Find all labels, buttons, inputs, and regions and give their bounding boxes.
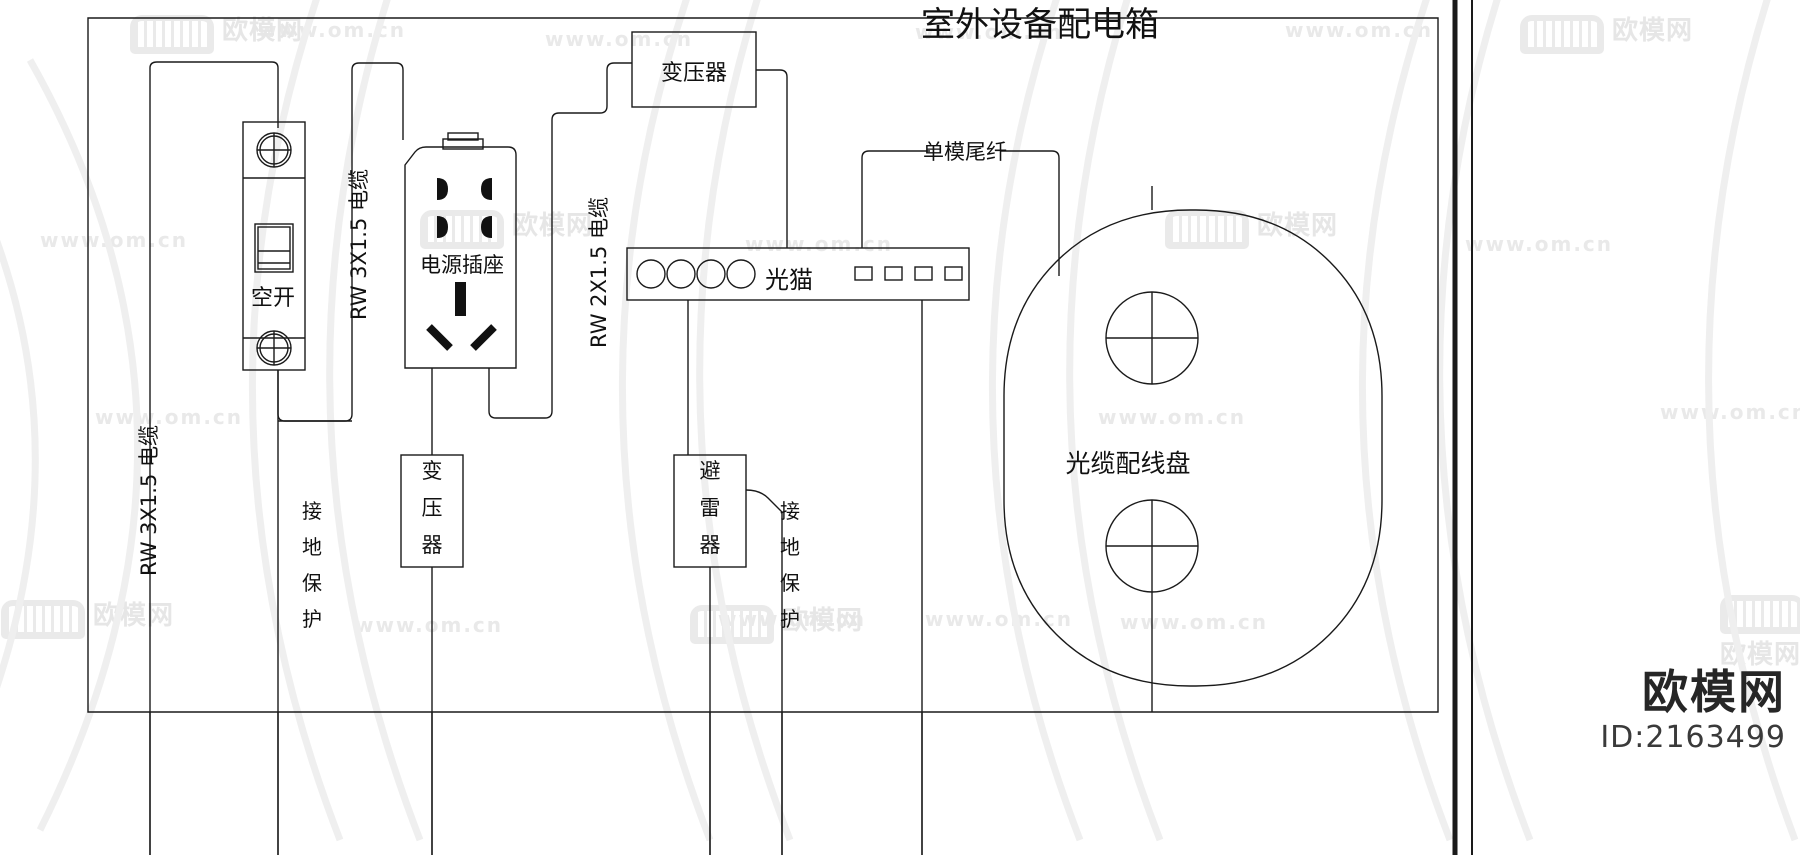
label-ground-left-c2: 地 bbox=[302, 535, 322, 559]
label-transformer-bottom-c2: 压 bbox=[422, 496, 443, 520]
label-ground-right-c1: 接 bbox=[780, 499, 800, 523]
label-ground-left-c1: 接 bbox=[302, 499, 322, 523]
label-transformer-bottom-c3: 器 bbox=[422, 533, 443, 557]
socket-body bbox=[404, 146, 517, 369]
label-pigtail: 单模尾纤 bbox=[923, 140, 1007, 164]
modem-body bbox=[626, 247, 970, 301]
label-cable-incoming: RW 3X1.5 电缆 bbox=[137, 425, 161, 576]
label-transformer-top: 变压器 bbox=[661, 61, 727, 86]
label-ground-right-c4: 护 bbox=[780, 607, 800, 631]
breaker-body bbox=[242, 121, 306, 371]
label-cable-dc: RW 2X1.5 电缆 bbox=[587, 197, 611, 348]
label-ground-right-c3: 保 bbox=[780, 571, 800, 595]
diagram-title: 室外设备配电箱 bbox=[921, 5, 1159, 45]
odf-outline bbox=[1003, 209, 1383, 687]
label-ground-left-c3: 保 bbox=[302, 571, 322, 595]
label-breaker: 空开 bbox=[251, 286, 295, 311]
enclosure-outline bbox=[87, 17, 1439, 713]
label-ground-left-c4: 护 bbox=[302, 607, 322, 631]
label-arrester-c2: 雷 bbox=[700, 496, 721, 520]
label-arrester-c3: 器 bbox=[700, 533, 721, 557]
label-arrester-c1: 避 bbox=[700, 459, 721, 483]
label-cable-socket: RW 3X1.5 电缆 bbox=[347, 169, 371, 320]
label-transformer-bottom-c1: 变 bbox=[422, 459, 443, 483]
label-socket: 电源插座 bbox=[420, 253, 504, 277]
label-modem: 光猫 bbox=[765, 266, 813, 294]
label-odf: 光缆配线盘 bbox=[1065, 449, 1190, 478]
label-ground-right-c2: 地 bbox=[780, 535, 800, 559]
